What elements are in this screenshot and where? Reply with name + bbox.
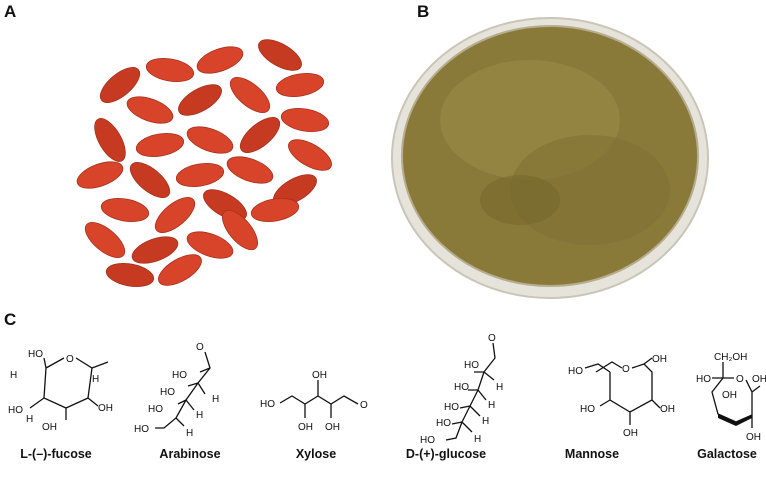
svg-text:H: H [186, 428, 193, 439]
panel-label-a: A [4, 2, 17, 21]
svg-text:HO: HO [444, 402, 459, 413]
goji-berry [178, 84, 222, 116]
svg-text:H: H [212, 394, 219, 405]
goji-berry [94, 118, 126, 162]
svg-text:H: H [196, 410, 203, 421]
goji-berry [135, 132, 185, 158]
svg-text:HO: HO [260, 399, 275, 410]
goji-berry [226, 156, 274, 184]
svg-text:OH: OH [746, 432, 761, 443]
svg-text:HO: HO [420, 435, 435, 446]
goji-berry [145, 57, 195, 83]
label-xylose: Xylose [295, 447, 337, 461]
goji-berry [258, 39, 302, 71]
svg-text:H: H [10, 370, 17, 381]
structure-xylose: OH HO O OH OH [260, 370, 368, 433]
svg-text:H: H [496, 382, 503, 393]
svg-text:OH: OH [660, 404, 675, 415]
svg-text:HO: HO [454, 382, 469, 393]
label-mannose: Mannose [564, 447, 620, 461]
svg-text:OH: OH [98, 403, 113, 414]
goji-berry [76, 161, 124, 189]
powder-dish-photo [391, 17, 709, 299]
goji-berry [196, 46, 244, 74]
goji-berry [100, 197, 150, 223]
svg-text:HO: HO [464, 360, 479, 371]
panel-label-c: C [4, 310, 17, 329]
structure-glucose: O HO H HO H HO H HO H HO [420, 333, 503, 446]
svg-text:HO: HO [134, 424, 149, 435]
svg-text:O: O [360, 400, 368, 411]
svg-text:OH: OH [652, 354, 667, 365]
goji-berry [154, 197, 196, 233]
svg-text:OH: OH [325, 422, 340, 433]
svg-text:O: O [66, 354, 74, 365]
svg-text:H: H [474, 434, 481, 445]
svg-text:HO: HO [580, 404, 595, 415]
svg-text:H: H [92, 374, 99, 385]
goji-berry [250, 197, 300, 223]
goji-berry [175, 162, 225, 188]
svg-text:OH: OH [752, 374, 766, 385]
structure-galactose: CH₂OH HO O OH OH OH [696, 352, 766, 443]
goji-berry [222, 209, 258, 251]
svg-text:H: H [482, 416, 489, 427]
panel-label-b: B [417, 2, 430, 21]
svg-text:HO: HO [696, 374, 711, 385]
svg-text:HO: HO [28, 349, 43, 360]
svg-text:OH: OH [312, 370, 327, 381]
svg-text:O: O [196, 342, 204, 353]
goji-berry [280, 107, 330, 133]
goji-berry [105, 262, 155, 288]
goji-berry [186, 126, 234, 154]
goji-berry [239, 117, 281, 153]
goji-berry [275, 72, 325, 98]
goji-berry [129, 162, 171, 198]
label-arabinose: Arabinose [159, 447, 221, 461]
svg-text:H: H [488, 400, 495, 411]
svg-text:OH: OH [298, 422, 313, 433]
svg-text:HO: HO [160, 387, 175, 398]
structure-mannose: HO O OH HO OH OH [568, 354, 675, 439]
label-fucose: L-(–)-fucose [20, 447, 92, 461]
svg-text:H: H [26, 414, 33, 425]
goji-berry [158, 254, 202, 286]
structure-fucose: HO O H HO H OH H OH [8, 349, 113, 433]
goji-berry [229, 77, 271, 113]
svg-text:HO: HO [8, 405, 23, 416]
svg-text:OH: OH [722, 390, 737, 401]
goji-berry [186, 231, 234, 259]
goji-berry [288, 139, 332, 171]
svg-text:CH₂OH: CH₂OH [714, 352, 747, 363]
label-glucose: D-(+)-glucose [405, 447, 487, 461]
svg-text:O: O [488, 333, 496, 344]
svg-text:HO: HO [148, 404, 163, 415]
svg-text:O: O [622, 364, 630, 375]
goji-berry [126, 96, 174, 124]
goji-berries-photo [76, 39, 332, 288]
goji-berry [99, 67, 141, 103]
structure-arabinose: O HO H HO H HO H HO [134, 342, 219, 439]
goji-berry [131, 236, 179, 264]
svg-text:HO: HO [568, 366, 583, 377]
label-galactose: Galactose [697, 447, 757, 461]
svg-text:OH: OH [623, 428, 638, 439]
svg-text:HO: HO [436, 418, 451, 429]
svg-text:HO: HO [172, 370, 187, 381]
goji-berry [84, 222, 126, 258]
svg-text:OH: OH [42, 422, 57, 433]
svg-text:O: O [736, 374, 744, 385]
